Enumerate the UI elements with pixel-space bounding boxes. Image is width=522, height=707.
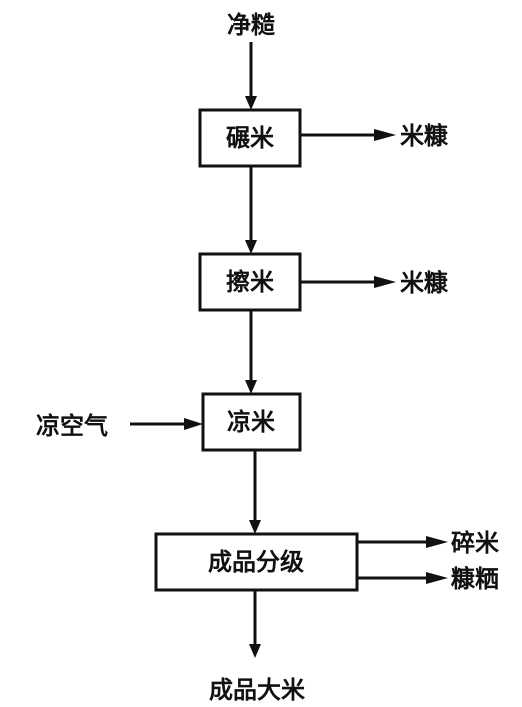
- final-product-label: 成品大米: [209, 676, 305, 704]
- broken-rice-output-label: 碎米: [451, 529, 499, 557]
- arrowhead-grading-to-bran-meal: [426, 572, 448, 584]
- input-label: 净糙: [227, 11, 275, 39]
- arrowhead-milling-to-polishing: [245, 240, 257, 254]
- arrowhead-cool-air-to-cooling: [184, 418, 203, 430]
- step-box-polishing: [198, 252, 302, 312]
- bran-output-label-1: 米糠: [400, 122, 449, 150]
- step-box-cooling: [201, 392, 302, 452]
- arrowhead-cooling-to-grading: [249, 520, 261, 534]
- arrowhead-polishing-to-cooling: [245, 380, 257, 394]
- arrowhead-input-to-milling: [245, 96, 257, 110]
- bran-meal-output-label: 糠粞: [450, 565, 499, 593]
- step-label-polishing: 擦米: [226, 268, 274, 296]
- bran-output-label-2: 米糠: [400, 269, 449, 297]
- arrowhead-polishing-to-bran: [374, 276, 396, 288]
- arrowhead-grading-to-final: [249, 644, 261, 658]
- step-label-milling: 碾米: [226, 124, 274, 152]
- step-label-cooling: 凉米: [227, 408, 275, 436]
- arrowhead-milling-to-bran: [374, 129, 396, 141]
- cool-air-input-label: 凉空气: [36, 412, 108, 440]
- arrowhead-grading-to-broken-rice: [426, 536, 448, 548]
- step-label-grading: 成品分级: [208, 548, 304, 576]
